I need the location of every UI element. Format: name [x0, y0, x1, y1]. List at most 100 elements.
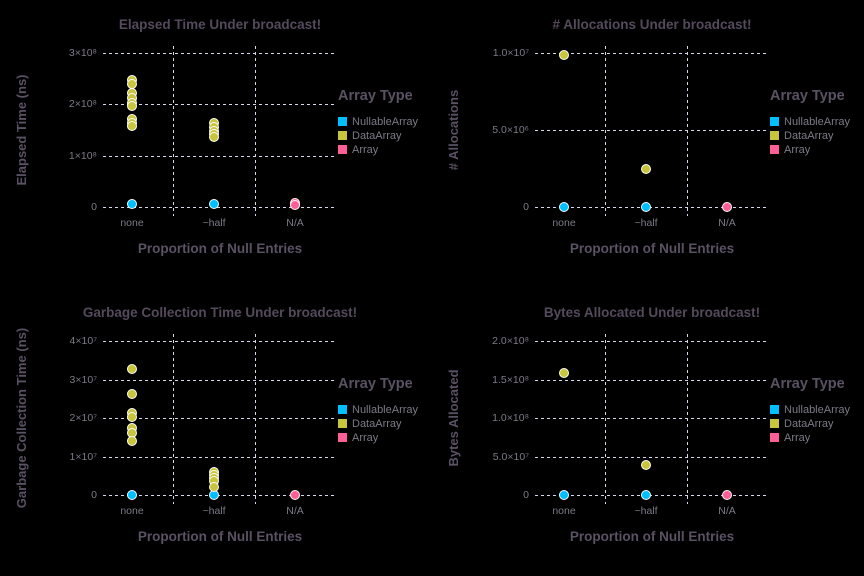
y-tick-label: 0	[523, 489, 529, 501]
x-tick-label: ~half	[634, 505, 658, 517]
array-swatch-icon	[770, 145, 779, 154]
legend-item: DataArray	[338, 417, 418, 431]
horizontal-gridline	[103, 104, 337, 106]
y-tick-label: 1×10⁷	[69, 450, 97, 463]
horizontal-gridline	[103, 495, 337, 496]
legend-title: Array Type	[338, 88, 413, 104]
x-tick-label: ~half	[202, 505, 226, 517]
data-point	[559, 49, 569, 60]
x-tick-label: N/A	[286, 505, 304, 517]
nullablearray-swatch-icon	[770, 405, 779, 414]
data-point	[209, 482, 219, 493]
vertical-gridline	[255, 46, 256, 216]
vertical-gridline	[687, 334, 688, 504]
nullablearray-swatch-icon	[338, 405, 347, 414]
y-tick-label: 0	[91, 489, 97, 501]
horizontal-gridline	[103, 379, 337, 381]
panel-gc-time: Garbage Collection Time Under broadcast!…	[0, 288, 432, 576]
legend-item: Array	[338, 431, 418, 445]
nullablearray-swatch-icon	[338, 117, 347, 126]
legend-item-label: NullableArray	[352, 116, 419, 128]
data-point	[127, 490, 137, 500]
y-tick-label: 1.0×10⁸	[492, 412, 529, 424]
legend: Array Type NullableArray DataArray Array	[770, 376, 850, 445]
vertical-gridline	[255, 334, 256, 504]
data-point	[290, 200, 300, 211]
horizontal-gridline	[103, 207, 337, 208]
legend-item-label: Array	[352, 432, 379, 444]
data-point	[722, 202, 732, 212]
horizontal-gridline	[535, 379, 769, 381]
vertical-gridline	[605, 46, 606, 216]
data-point	[722, 490, 732, 500]
x-tick-label: N/A	[286, 217, 304, 229]
legend-item-label: Array	[784, 144, 811, 156]
array-swatch-icon	[338, 433, 347, 442]
y-tick-label: 1×10⁸	[68, 149, 97, 162]
legend-item-label: DataArray	[784, 418, 834, 430]
x-tick-label: none	[552, 505, 576, 517]
dataarray-swatch-icon	[338, 419, 347, 428]
chart-title: Garbage Collection Time Under broadcast!	[82, 305, 358, 320]
legend-item: DataArray	[770, 417, 850, 431]
legend-item: Array	[770, 143, 850, 157]
legend-item-label: DataArray	[784, 130, 834, 142]
data-point	[127, 100, 137, 111]
legend-title: Array Type	[770, 88, 845, 104]
legend-item-label: Array	[352, 144, 379, 156]
x-tick-label: none	[120, 505, 144, 517]
vertical-gridline	[687, 46, 688, 216]
horizontal-gridline	[103, 53, 337, 54]
x-axis-title: Proportion of Null Entries	[137, 241, 303, 256]
x-axis-title: Proportion of Null Entries	[569, 241, 735, 256]
legend-item-label: NullableArray	[352, 404, 419, 416]
horizontal-gridline	[535, 341, 769, 342]
horizontal-gridline	[535, 456, 769, 458]
y-tick-label: 0	[523, 201, 529, 213]
x-axis-title: Proportion of Null Entries	[569, 529, 735, 544]
panel-allocations: # Allocations Under broadcast! # Allocat…	[432, 0, 864, 288]
legend-item: NullableArray	[338, 403, 418, 417]
vertical-gridline	[605, 334, 606, 504]
data-point	[127, 412, 137, 423]
data-point	[127, 363, 137, 374]
horizontal-gridline	[103, 155, 337, 157]
x-axis-title: Proportion of Null Entries	[137, 529, 303, 544]
legend-item: NullableArray	[338, 115, 418, 129]
x-tick-label: none	[552, 217, 576, 229]
legend-item: Array	[770, 431, 850, 445]
horizontal-gridline	[535, 495, 769, 496]
legend: Array Type NullableArray DataArray Array	[338, 376, 418, 445]
horizontal-gridline	[535, 418, 769, 419]
y-tick-label: 5.0×10⁷	[492, 450, 529, 463]
chart-title: # Allocations Under broadcast!	[552, 17, 752, 32]
legend: Array Type NullableArray DataArray Array	[770, 88, 850, 157]
legend-item-label: NullableArray	[784, 116, 851, 128]
y-tick-label: 2×10⁸	[68, 98, 97, 111]
data-point	[559, 202, 569, 212]
x-tick-label: ~half	[634, 217, 658, 229]
data-point	[127, 436, 137, 447]
y-tick-label: 2×10⁷	[69, 412, 97, 424]
y-tick-label: 5.0×10⁶	[492, 124, 529, 136]
legend-item-label: Array	[784, 432, 811, 444]
y-tick-label: 1.0×10⁷	[492, 47, 529, 59]
legend-item-label: DataArray	[352, 130, 402, 142]
panel-elapsed-time: Elapsed Time Under broadcast! Elapsed Ti…	[0, 0, 432, 288]
horizontal-gridline	[103, 341, 337, 342]
data-point	[127, 388, 137, 399]
x-tick-label: ~half	[202, 217, 226, 229]
legend: Array Type NullableArray DataArray Array	[338, 88, 418, 157]
data-point	[641, 490, 651, 500]
data-point	[290, 490, 300, 500]
y-tick-label: 3×10⁷	[69, 373, 97, 386]
x-tick-label: none	[120, 217, 144, 229]
chart-title: Elapsed Time Under broadcast!	[118, 17, 322, 32]
chart-title: Bytes Allocated Under broadcast!	[543, 305, 761, 320]
dataarray-swatch-icon	[770, 131, 779, 140]
nullablearray-swatch-icon	[770, 117, 779, 126]
legend-item-label: DataArray	[352, 418, 402, 430]
array-swatch-icon	[338, 145, 347, 154]
data-point	[641, 459, 651, 470]
